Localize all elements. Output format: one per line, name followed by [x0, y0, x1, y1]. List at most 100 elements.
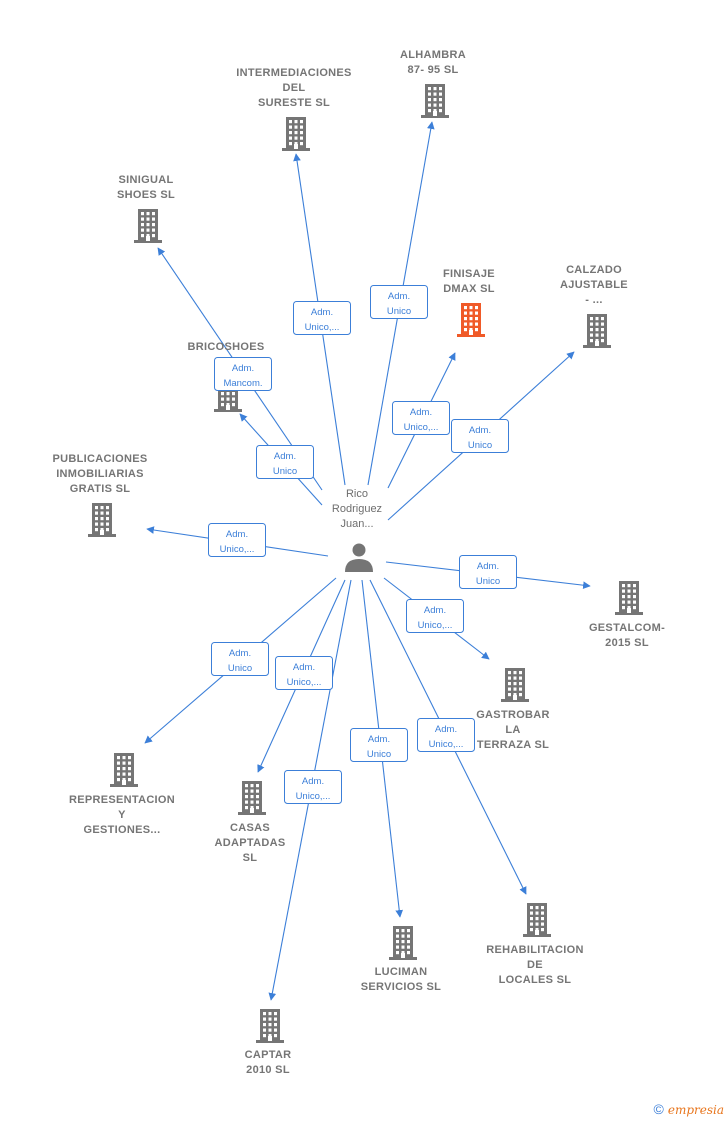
company-name-luciman[interactable]: LUCIMAN SERVICIOS SL — [361, 966, 441, 993]
company-name-line: REPRESENTACION — [69, 794, 175, 806]
brand-initial: e — [667, 1103, 675, 1117]
role-badge-gestalcom[interactable]: Adm. Unico — [459, 555, 517, 589]
role-badge-publicaciones[interactable]: Adm.Unico,... — [208, 523, 266, 557]
copyright-symbol: © — [653, 1101, 664, 1117]
company-name-line: INTERMEDIACIONES — [236, 67, 351, 79]
person-icon — [345, 543, 373, 572]
role-text: Adm. — [410, 407, 432, 418]
role-text: Unico,... — [404, 422, 439, 433]
company-name-bricoshoes[interactable]: BRICOSHOES — [188, 341, 265, 353]
role-badge-casas[interactable]: Adm. Unico,... — [275, 656, 333, 690]
role-badge-luciman[interactable]: Adm. Unico — [350, 728, 408, 762]
company-name-line: SURESTE SL — [258, 97, 330, 109]
role-badge-intermediaciones[interactable]: Adm. Unico,... — [293, 301, 351, 335]
company-name-captar[interactable]: CAPTAR 2010 SL — [245, 1049, 292, 1076]
company-name-calzado[interactable]: CALZADO AJUSTABLE - ... — [560, 264, 628, 306]
role-badge-bricoshoes[interactable]: Adm.Unico — [256, 445, 314, 479]
company-name-line: LA — [505, 724, 520, 736]
role-text: Unico — [387, 306, 411, 317]
role-text: Adm. — [274, 451, 296, 462]
company-name-line: 87- 95 SL — [407, 64, 458, 76]
company-name-line: SINIGUAL — [119, 174, 174, 186]
building-icon-calzado[interactable] — [583, 314, 611, 348]
role-text: Unico,... — [305, 322, 340, 333]
company-name-line: GESTIONES... — [84, 824, 161, 836]
building-icon-casas[interactable] — [238, 781, 266, 815]
brand-name: mpresia — [674, 1103, 724, 1117]
company-name-line: REHABILITACION — [486, 944, 584, 956]
role-text: Adm. — [469, 425, 491, 436]
person-name-line: Juan... — [340, 518, 373, 530]
role-text: Adm. — [311, 307, 333, 318]
company-name-line: ADAPTADAS — [215, 837, 286, 849]
role-badge-captar[interactable]: Adm. Unico,... — [284, 770, 342, 804]
role-text: Unico — [367, 749, 391, 760]
company-name-line: 2010 SL — [246, 1064, 290, 1076]
person-name-line: Rodriguez — [332, 503, 382, 515]
role-text: Unico,... — [429, 739, 464, 750]
role-badge-rehabilitacion[interactable]: Adm. Unico,... — [417, 718, 475, 752]
company-name-line: SL — [243, 852, 258, 864]
role-text: Adm. — [477, 561, 499, 572]
company-name-line: Y — [118, 809, 126, 821]
building-icon-alhambra[interactable] — [421, 84, 449, 118]
company-name-line: 2015 SL — [605, 637, 649, 649]
building-icon-gastrobar[interactable] — [501, 668, 529, 702]
building-icon-luciman[interactable] — [389, 926, 417, 960]
building-icon-gestalcom[interactable] — [615, 581, 643, 615]
role-badge-gastrobar[interactable]: Adm.Unico,... — [406, 599, 464, 633]
company-name-line: LOCALES SL — [499, 974, 572, 986]
role-badge-alhambra[interactable]: Adm.Unico — [370, 285, 428, 319]
company-name-line: ALHAMBRA — [400, 49, 466, 61]
company-name-representacion[interactable]: REPRESENTACION Y GESTIONES... — [69, 794, 175, 836]
role-text: Unico — [228, 663, 252, 674]
company-name-line: AJUSTABLE — [560, 279, 628, 291]
role-text: Mancom. — [223, 378, 262, 389]
role-text: Unico,... — [296, 791, 331, 802]
company-name-line: SERVICIOS SL — [361, 981, 441, 993]
company-name-line: INMOBILIARIAS — [56, 468, 144, 480]
role-text: Adm. — [293, 662, 315, 673]
company-name-line: CALZADO — [566, 264, 622, 276]
company-name-line: PUBLICACIONES — [53, 453, 148, 465]
building-icon-publicaciones[interactable] — [88, 503, 116, 537]
role-text: Unico,... — [287, 677, 322, 688]
role-badge-finisaje[interactable]: Adm. Unico,... — [392, 401, 450, 435]
building-icon-intermediaciones[interactable] — [282, 117, 310, 151]
building-icon-representacion[interactable] — [110, 753, 138, 787]
role-text: Unico — [476, 576, 500, 587]
company-name-line: GASTROBAR — [476, 709, 550, 721]
role-text: Adm. — [435, 724, 457, 735]
role-text: Adm. — [229, 648, 251, 659]
company-name-line: - ... — [585, 294, 602, 306]
role-text: Adm. — [302, 776, 324, 787]
building-icon-sinigual[interactable] — [134, 209, 162, 243]
company-name-line: CASAS — [230, 822, 270, 834]
building-icon-rehabilitacion[interactable] — [523, 903, 551, 937]
person-name-line: Rico — [346, 488, 368, 500]
company-name-line: FINISAJE — [443, 268, 495, 280]
building-icon-captar[interactable] — [256, 1009, 284, 1043]
company-name-casas[interactable]: CASAS ADAPTADAS SL — [215, 822, 286, 864]
company-name-gestalcom[interactable]: GESTALCOM- 2015 SL — [589, 622, 665, 649]
role-text: Adm. — [368, 734, 390, 745]
building-icon-finisaje[interactable] — [457, 303, 485, 337]
company-name-alhambra[interactable]: ALHAMBRA 87- 95 SL — [400, 49, 466, 76]
role-badge-sinigual[interactable]: Adm.Mancom. — [214, 357, 272, 391]
company-name-line: CAPTAR — [245, 1049, 292, 1061]
role-badge-calzado[interactable]: Adm. Unico — [451, 419, 509, 453]
company-name-line: GESTALCOM- — [589, 622, 665, 634]
role-text: Adm. — [424, 605, 446, 616]
role-text: Unico — [468, 440, 492, 451]
role-badge-representacion[interactable]: Adm. Unico — [211, 642, 269, 676]
company-name-line: LUCIMAN — [375, 966, 428, 978]
